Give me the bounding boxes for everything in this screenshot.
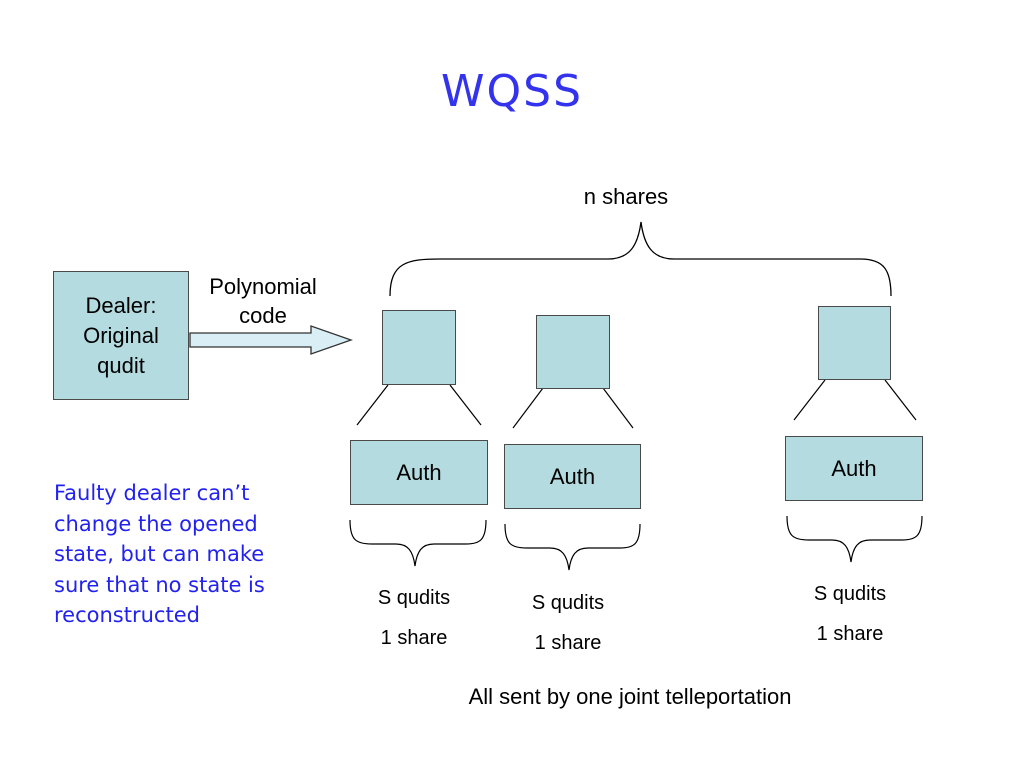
dealer-line-1: Dealer: <box>85 292 157 318</box>
dealer-line-2: Original <box>83 322 159 348</box>
arrow-label-line-1: Polynomial <box>209 274 317 299</box>
connector-lines <box>356 379 917 429</box>
faulty-dealer-note: Faulty dealer can’t change the opened st… <box>54 481 265 627</box>
polynomial-arrow <box>189 325 353 355</box>
share-count-label: 1 share <box>534 632 602 654</box>
s-qudits-label: S qudits <box>377 587 451 609</box>
s-qudits-label: S qudits <box>531 592 605 614</box>
arrow-label: Polynomial code <box>193 272 333 330</box>
share-braces <box>349 515 923 571</box>
qudit-square <box>818 306 891 380</box>
arrow-label-line-2: code <box>239 303 287 328</box>
dealer-box: Dealer: Original qudit <box>53 271 189 400</box>
s-qudits-label: S qudits <box>813 583 887 605</box>
auth-box: Auth <box>504 444 641 509</box>
shares-label: n shares <box>583 184 669 209</box>
qudit-square <box>382 310 456 385</box>
share-count-label: 1 share <box>380 627 448 649</box>
footer-caption: All sent by one joint telleportation <box>468 684 792 709</box>
slide-title: WQSS <box>441 66 583 117</box>
auth-box: Auth <box>785 436 923 501</box>
auth-box: Auth <box>350 440 488 505</box>
n-shares-brace <box>389 221 892 297</box>
qudit-square <box>536 315 610 389</box>
dealer-line-3: qudit <box>97 352 145 378</box>
share-count-label: 1 share <box>816 623 884 645</box>
